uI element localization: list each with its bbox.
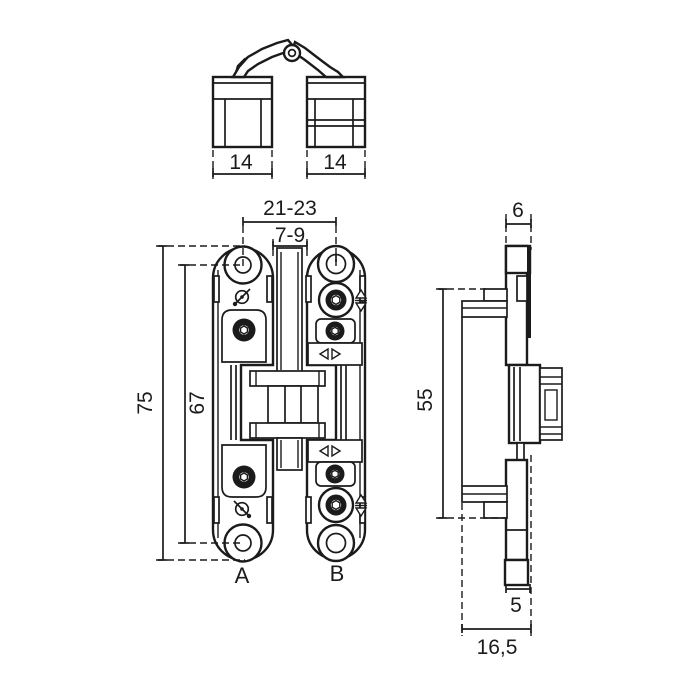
dim-55: 55 <box>414 388 437 411</box>
bracket-screw-lower <box>315 461 356 487</box>
hinge-arm <box>230 38 346 79</box>
lower-column <box>504 458 529 562</box>
horizontal-adjuster-upper <box>307 342 363 366</box>
up-down-arrows-lower <box>354 493 368 518</box>
screw-icon-lower-a <box>233 500 252 519</box>
upper-head <box>504 244 532 275</box>
dim-14-left: 14 <box>229 151 253 174</box>
part-a-lower-boss <box>232 465 256 489</box>
arm-pivot-hole <box>287 48 297 58</box>
front-view-dimensions: 21-23 7-9 75 67 <box>134 197 337 561</box>
label-part-b: B <box>330 561 345 586</box>
side-view: 6 55 5 16,5 <box>414 199 563 659</box>
arm-right-limb <box>290 40 346 79</box>
foot <box>503 558 530 587</box>
vertical-adjuster-upper <box>317 281 368 319</box>
side-knuckle <box>507 363 563 445</box>
dim-14-right: 14 <box>323 151 347 174</box>
knuckle-mechanism <box>249 247 326 471</box>
dim-67: 67 <box>186 391 209 414</box>
top-view-left-block <box>211 75 274 149</box>
top-view: 14 14 <box>211 38 367 179</box>
upper-tab <box>483 288 508 302</box>
up-down-arrows-upper <box>354 288 368 313</box>
upper-notch <box>516 275 528 302</box>
part-a-upper-boss <box>232 318 256 342</box>
dim-7-9: 7-9 <box>275 224 305 247</box>
lower-cross-bar <box>249 422 326 439</box>
top-view-right-block <box>305 75 367 149</box>
dim-6: 6 <box>512 199 524 222</box>
upper-shelf <box>461 300 508 318</box>
side-profile-upper <box>461 244 532 486</box>
arm-left-limb <box>230 38 295 79</box>
top-view-dimensions: 14 14 <box>212 150 366 179</box>
part-a-details <box>213 270 273 538</box>
label-part-a: A <box>235 563 250 588</box>
dim-75: 75 <box>134 391 157 414</box>
dark-edge <box>527 246 531 338</box>
bracket-screw-upper <box>315 318 356 344</box>
detail-lines <box>307 82 365 147</box>
dim-5: 5 <box>510 594 522 617</box>
side-view-dimensions: 6 55 5 16,5 <box>414 199 532 659</box>
part-b <box>305 244 368 563</box>
side-profile-lower <box>461 442 530 587</box>
horizontal-adjuster-lower <box>307 439 363 463</box>
dim-21-23: 21-23 <box>263 197 317 220</box>
dim-16-5: 16,5 <box>477 636 518 659</box>
center-block <box>267 385 319 424</box>
part-a <box>211 245 275 563</box>
screw-icon-upper-a <box>232 288 251 307</box>
lower-tab <box>483 501 508 519</box>
detail-lines <box>213 82 272 147</box>
upper-cross-bar <box>249 370 326 387</box>
neck <box>516 442 525 462</box>
front-view: 21-23 7-9 75 67 A B <box>134 197 368 588</box>
part-b-bottom-hole-inner <box>325 532 347 554</box>
vertical-adjuster-lower <box>317 486 368 524</box>
